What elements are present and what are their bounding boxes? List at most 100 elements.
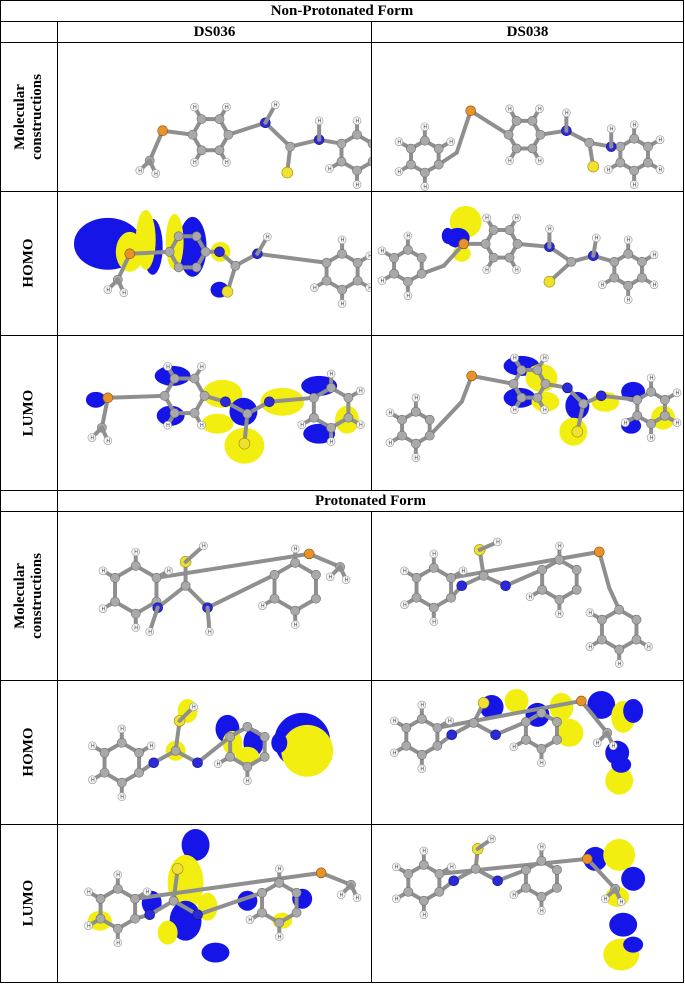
svg-text:H: H (388, 440, 392, 446)
svg-text:H: H (548, 226, 552, 232)
svg-text:H: H (558, 611, 562, 617)
svg-text:H: H (543, 356, 547, 362)
svg-text:H: H (395, 864, 399, 870)
svg-text:H: H (261, 603, 265, 609)
svg-text:H: H (653, 282, 657, 288)
svg-text:H: H (422, 912, 426, 918)
svg-text:H: H (588, 610, 592, 616)
svg-text:H: H (620, 899, 624, 905)
svg-text:H: H (485, 215, 489, 221)
svg-text:H: H (87, 923, 91, 929)
svg-text:H: H (341, 237, 345, 243)
svg-text:H: H (120, 794, 124, 800)
row-label-lumo-text: LUMO (20, 389, 37, 437)
section-title-protonated: Protonated Form (57, 489, 684, 512)
svg-text:H: H (116, 940, 120, 946)
svg-text:H: H (380, 278, 384, 284)
svg-text:H: H (91, 744, 95, 750)
svg-text:H: H (278, 934, 282, 940)
svg-text:H: H (356, 895, 360, 901)
svg-text:H: H (274, 103, 278, 109)
section-title-non-protonated: Non-Protonated Form (0, 0, 684, 22)
row-label-homo-p: HOMO (0, 680, 58, 825)
svg-text:H: H (225, 160, 229, 166)
svg-text:H: H (101, 568, 105, 574)
svg-text:H: H (356, 182, 360, 188)
svg-text:H: H (650, 376, 654, 382)
svg-text:H: H (328, 166, 332, 172)
svg-text:H: H (217, 762, 221, 768)
svg-text:H: H (423, 125, 427, 131)
svg-text:H: H (300, 423, 304, 429)
svg-text:H: H (193, 160, 197, 166)
row-label-homo-np: HOMO (0, 190, 58, 337)
svg-text:H: H (90, 436, 94, 442)
svg-text:H: H (192, 705, 196, 711)
svg-text:H: H (449, 139, 453, 145)
row-label-lumo-text: LUMO (20, 879, 37, 927)
svg-text:H: H (393, 751, 397, 757)
svg-text:H: H (565, 111, 569, 117)
svg-text:H: H (538, 107, 542, 113)
svg-text:H: H (359, 389, 363, 395)
svg-text:H: H (540, 844, 544, 850)
svg-text:H: H (596, 741, 600, 747)
svg-text:H: H (601, 282, 605, 288)
row-label-line1: Molecular (12, 562, 28, 629)
svg-text:H: H (515, 267, 519, 273)
svg-text:H: H (193, 105, 197, 111)
svg-text:H: H (106, 287, 110, 293)
svg-text:H: H (422, 848, 426, 854)
svg-text:H: H (659, 137, 663, 143)
svg-text:H: H (423, 184, 427, 190)
row-label-lumo-np: LUMO (0, 335, 58, 491)
section-spacer-cell (0, 489, 58, 512)
row-label-line2: constructions (29, 552, 45, 639)
svg-text:H: H (627, 297, 631, 303)
svg-text:H: H (588, 644, 592, 650)
svg-text:H: H (633, 123, 637, 129)
svg-text:H: H (87, 889, 91, 895)
svg-text:H: H (513, 356, 517, 362)
svg-text:H: H (403, 602, 407, 608)
svg-text:H: H (610, 127, 614, 133)
svg-text:H: H (340, 892, 344, 898)
svg-text:H: H (395, 896, 399, 902)
svg-text:H: H (368, 253, 371, 259)
svg-text:H: H (529, 594, 533, 600)
svg-text:H: H (508, 158, 512, 164)
svg-text:H: H (633, 182, 637, 188)
svg-text:H: H (330, 372, 334, 378)
svg-text:H: H (134, 625, 138, 631)
svg-text:H: H (294, 622, 298, 628)
svg-text:H: H (512, 892, 516, 898)
svg-text:H: H (166, 423, 170, 429)
svg-text:H: H (202, 543, 206, 549)
svg-text:H: H (675, 421, 679, 427)
svg-text:H: H (432, 619, 436, 625)
svg-text:H: H (618, 661, 622, 667)
svg-text:H: H (397, 169, 401, 175)
svg-text:H: H (345, 577, 349, 583)
svg-text:H: H (341, 301, 345, 307)
svg-text:H: H (624, 421, 628, 427)
svg-text:H: H (406, 293, 410, 299)
svg-text:H: H (538, 158, 542, 164)
svg-text:H: H (607, 167, 611, 173)
